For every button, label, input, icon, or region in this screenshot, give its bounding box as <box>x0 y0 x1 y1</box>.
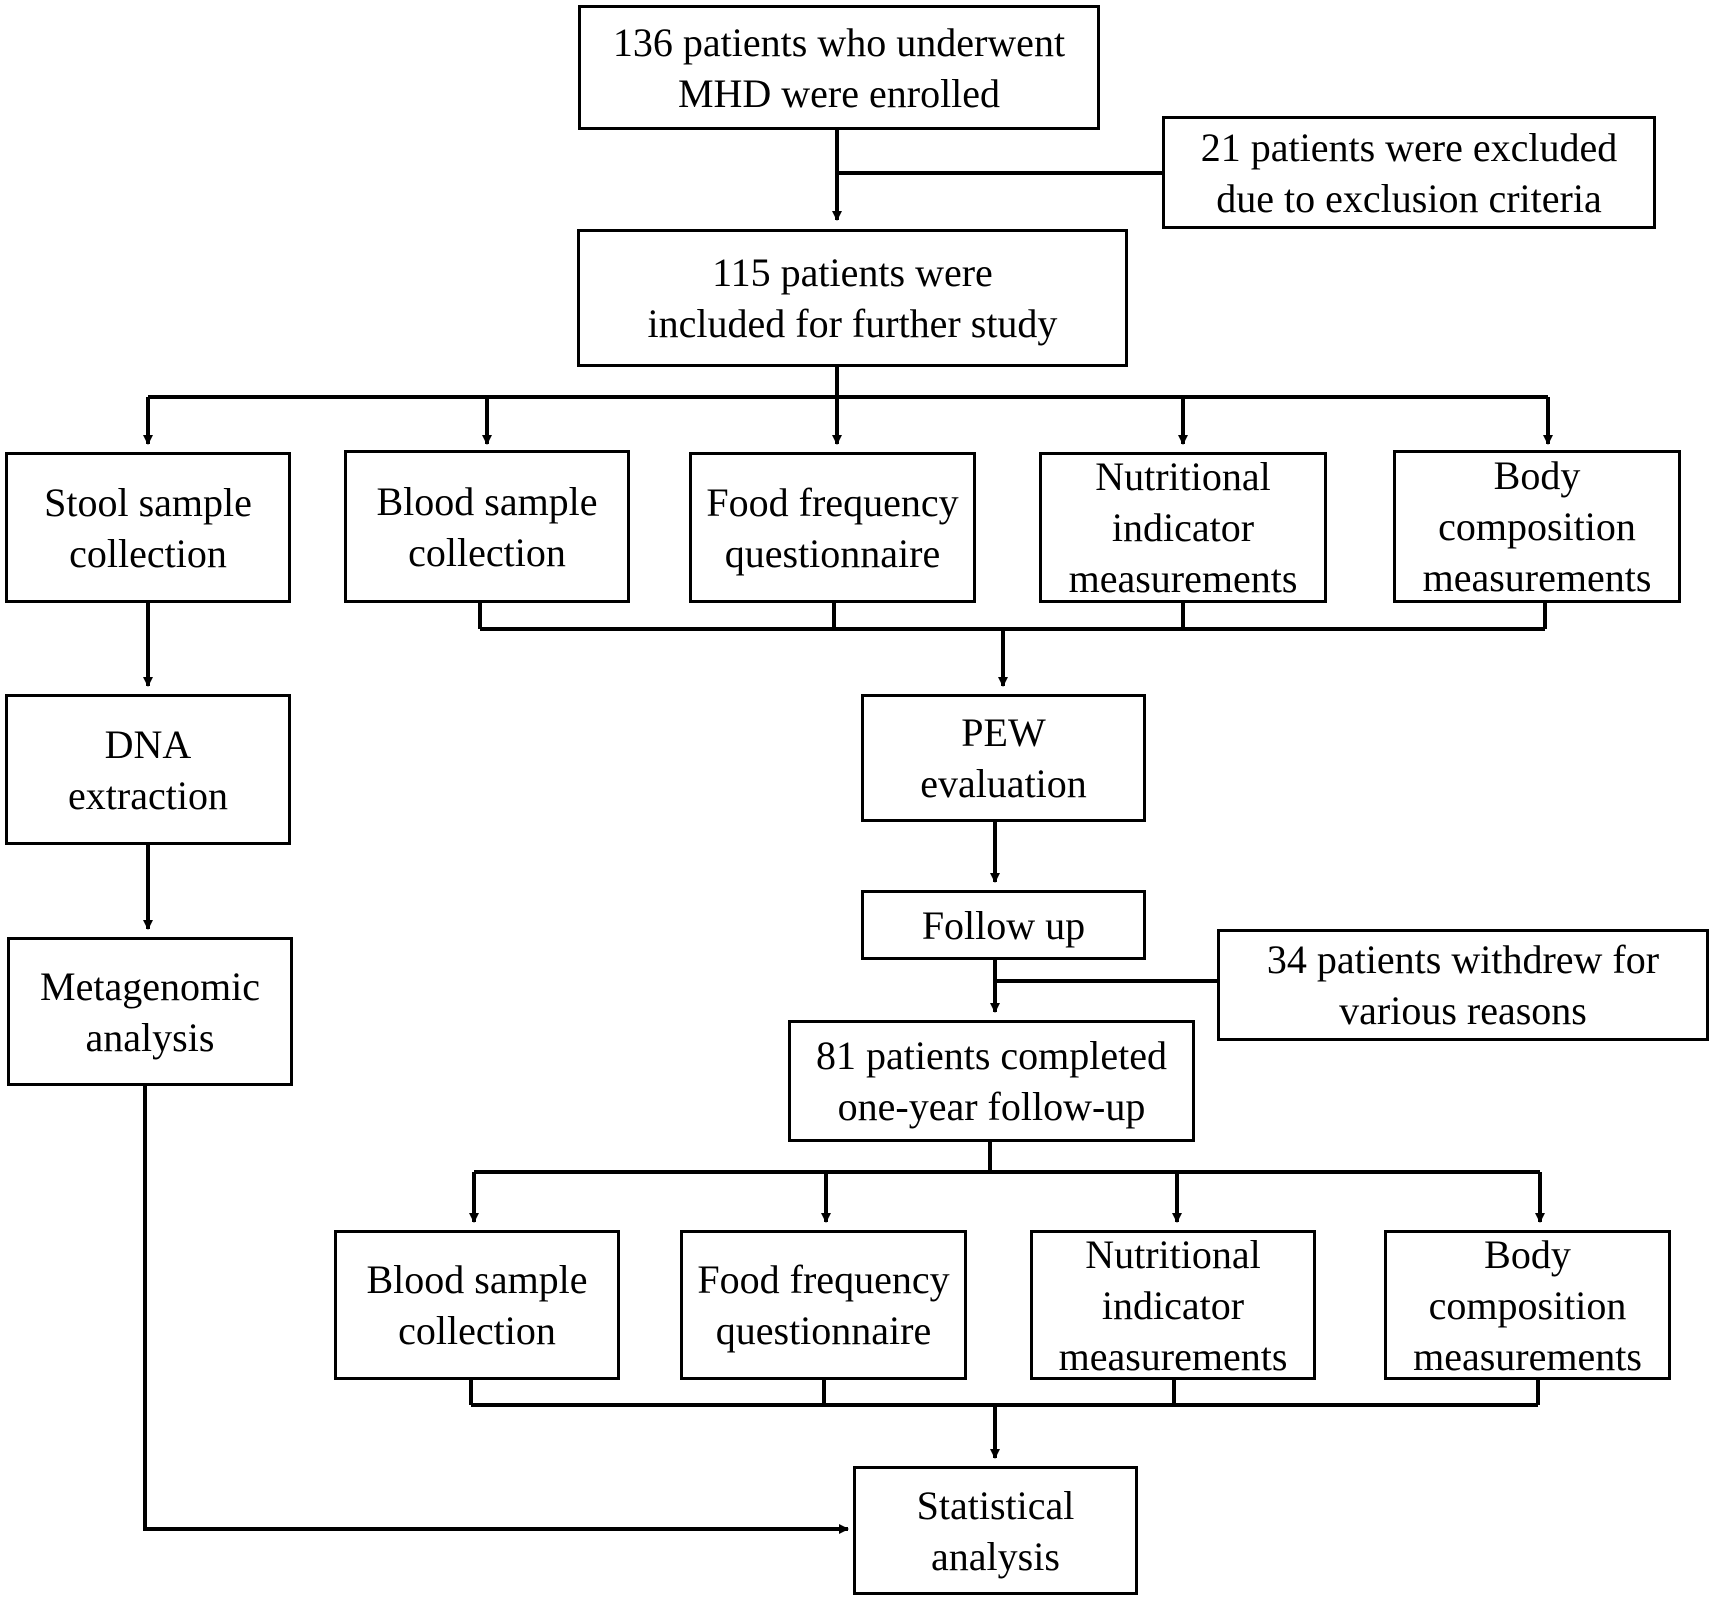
excluded-line1: 21 patients were excluded <box>1200 124 1618 170</box>
final-food-line1: Food frequency <box>697 1257 950 1302</box>
excluded-box: 21 patients were excluded due to exclusio… <box>1162 116 1656 229</box>
baseline-nutritional-line2: indicator <box>1111 505 1255 550</box>
completed-line2: one-year follow-up <box>837 1084 1146 1129</box>
statistical-line1: Statistical <box>916 1482 1075 1528</box>
baseline-nutritional-line3: measurements <box>1068 556 1298 601</box>
final-body-line1: Body <box>1484 1231 1571 1277</box>
dna-line1: DNA <box>104 721 192 767</box>
withdrew-box: 34 patients withdrew for various reasons <box>1217 929 1709 1041</box>
enrolled-line2: MHD were enrolled <box>677 70 1001 116</box>
statistical-analysis-box: Statistical analysis <box>853 1466 1138 1595</box>
final-blood-line2: collection <box>398 1308 556 1353</box>
final-blood-line1: Blood sample <box>366 1257 588 1302</box>
baseline-blood-line1: Blood sample <box>376 478 598 524</box>
pew-evaluation-box: PEW evaluation <box>861 694 1146 822</box>
final-food-line2: questionnaire <box>715 1308 932 1353</box>
withdrew-line2: various reasons <box>1339 988 1587 1033</box>
final-nutritional-line1: Nutritional <box>1085 1231 1261 1277</box>
metagenomic-analysis-box: Metagenomic analysis <box>7 937 293 1086</box>
included-line1: 115 patients were <box>712 250 993 295</box>
final-food-frequency-box: Food frequency questionnaire <box>680 1230 967 1380</box>
followup-line1: Follow up <box>921 902 1086 948</box>
baseline-body-composition-box: Body composition measurements <box>1393 450 1681 603</box>
baseline-food-frequency-box: Food frequency questionnaire <box>689 452 976 603</box>
final-blood-sample-box: Blood sample collection <box>334 1230 620 1380</box>
completed-line1: 81 patients completed <box>815 1033 1167 1078</box>
baseline-body-line3: measurements <box>1422 555 1652 600</box>
included-line2: included for further study <box>647 301 1058 346</box>
included-box: 115 patients were included for further st… <box>577 229 1128 367</box>
stool-line2: collection <box>69 530 227 576</box>
pew-line2: evaluation <box>920 761 1087 806</box>
metagenomic-line2: analysis <box>85 1014 215 1060</box>
enrolled-line1: 136 patients who underwent <box>612 19 1066 65</box>
follow-up-box: Follow up <box>861 890 1146 960</box>
statistical-line2: analysis <box>931 1533 1060 1579</box>
baseline-food-line1: Food frequency <box>706 479 959 525</box>
baseline-food-line2: questionnaire <box>724 530 941 576</box>
baseline-body-line2: composition <box>1438 504 1636 549</box>
final-nutritional-line3: measurements <box>1058 1333 1288 1379</box>
excluded-line2: due to exclusion criteria <box>1216 175 1602 221</box>
final-body-line2: composition <box>1428 1282 1627 1328</box>
pew-line1: PEW <box>961 710 1046 755</box>
completed-box: 81 patients completed one-year follow-up <box>788 1020 1195 1142</box>
final-body-line3: measurements <box>1413 1333 1642 1379</box>
baseline-blood-sample-box: Blood sample collection <box>344 450 630 603</box>
final-nutritional-line2: indicator <box>1101 1282 1245 1328</box>
final-nutritional-box: Nutritional indicator measurements <box>1030 1230 1316 1380</box>
baseline-body-line1: Body <box>1493 453 1581 498</box>
stool-line1: Stool sample <box>44 479 252 525</box>
final-body-composition-box: Body composition measurements <box>1384 1230 1671 1380</box>
baseline-blood-line2: collection <box>408 529 566 575</box>
baseline-nutritional-box: Nutritional indicator measurements <box>1039 452 1327 603</box>
dna-line2: extraction <box>68 772 228 818</box>
dna-extraction-box: DNA extraction <box>5 694 291 845</box>
connector-metagenomic-statistical <box>143 1086 849 1534</box>
metagenomic-line1: Metagenomic <box>40 963 260 1009</box>
withdrew-line1: 34 patients withdrew for <box>1266 937 1660 982</box>
stool-sample-box: Stool sample collection <box>5 452 291 603</box>
baseline-nutritional-line1: Nutritional <box>1095 454 1271 499</box>
